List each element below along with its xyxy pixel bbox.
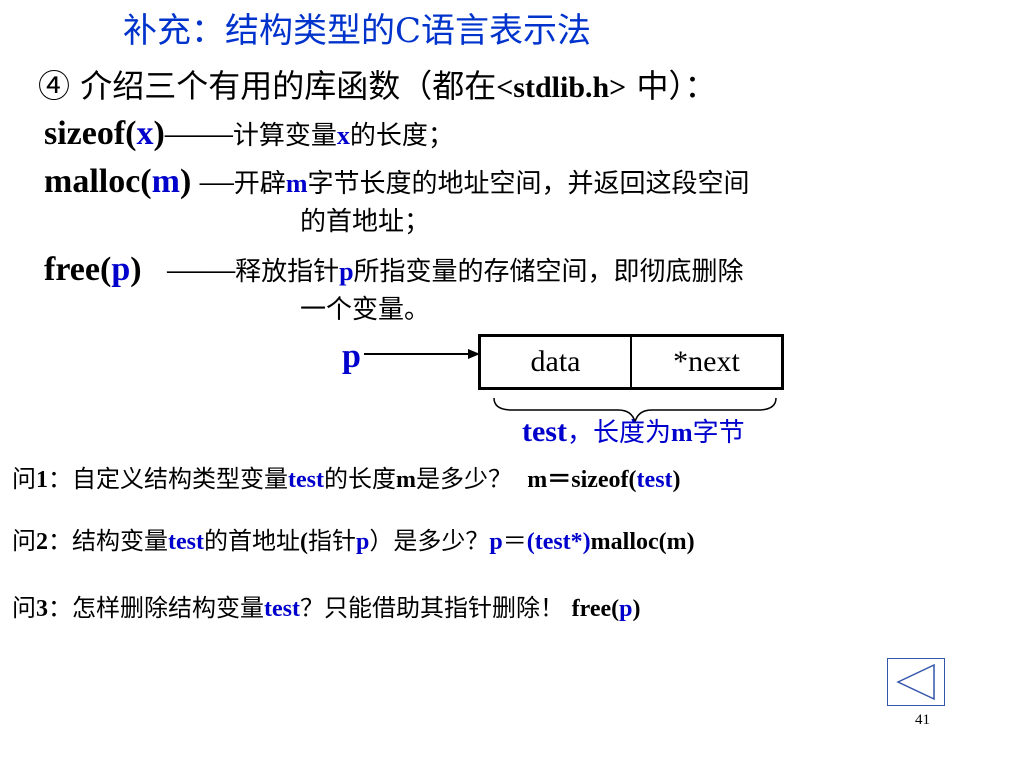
question-2: 问2：结构变量test的首地址(指针p）是多少？p＝(test*)malloc(… <box>12 523 695 560</box>
q1-var: test <box>288 467 324 493</box>
question-3: 问3：怎样删除结构变量test？只能借助其指针删除！ free(p) <box>12 590 641 627</box>
q3-text-b: ？只能借助其指针删除！ <box>299 594 572 622</box>
q2-var: test <box>168 529 204 555</box>
q1-answer-var: test <box>636 467 673 493</box>
question-1: 问1：自定义结构类型变量test的长度m是多少？ m＝sizeof(test) <box>12 461 681 498</box>
brace-label-end: 字节 <box>692 418 745 448</box>
pointer-arrow <box>364 349 480 359</box>
malloc-close: ) <box>179 163 200 200</box>
free-close: ) <box>130 251 168 288</box>
q3-answer-p: p <box>619 596 633 622</box>
underbrace <box>493 397 777 423</box>
q1-text-a: ：自定义结构类型变量 <box>48 465 288 493</box>
free-name: free( <box>44 251 112 288</box>
q2-answer-p: p <box>489 529 503 555</box>
intro-tail: 中）： <box>626 67 717 105</box>
q1-answer-b: ) <box>672 467 681 493</box>
sizeof-desc-b: 的长度； <box>349 121 454 151</box>
sizeof-close: ) <box>153 115 165 152</box>
q3-prefix: 问 <box>12 594 36 622</box>
q2-text-d: ）是多少？ <box>369 527 490 555</box>
free-desc-b: 所指变量的存储空间，即彻底删除 <box>353 257 744 287</box>
free-desc-var: p <box>339 257 354 286</box>
malloc-desc-b: 字节长度的地址空间，并返回这段空间 <box>307 169 750 199</box>
q2-answer-call: malloc(m) <box>590 529 695 555</box>
free-desc-a: 释放指针 <box>235 257 340 287</box>
page-number: 41 <box>915 712 930 728</box>
q3-answer-a: free( <box>571 596 620 622</box>
sizeof-line: sizeof(x)——计算变量x的长度； <box>44 112 454 161</box>
q2-paren: ( <box>299 529 308 555</box>
free-arg: p <box>111 251 131 288</box>
q2-prefix: 问 <box>12 527 36 555</box>
free-desc-line2: 一个变量。 <box>300 295 431 325</box>
slide-title: 补充：结构类型的C语言表示法 <box>123 11 592 51</box>
brace-label-var: test <box>522 415 567 448</box>
malloc-line: malloc(m) —开辟m字节长度的地址空间，并返回这段空间 <box>44 160 750 209</box>
brace-label: test，长度为m字节 <box>522 412 745 453</box>
malloc-desc-line2: 的首地址； <box>300 207 431 237</box>
q2-answer-cast: (test*) <box>526 529 591 555</box>
header-name: <stdlib.h> <box>496 71 627 104</box>
q1-num: 1 <box>36 467 48 493</box>
q3-var: test <box>264 596 300 622</box>
q1-text-c: 是多少？ <box>415 465 528 493</box>
struct-node: data *next <box>478 334 784 390</box>
q1-text-b: 的长度 <box>323 465 396 493</box>
q2-answer-eq: ＝ <box>502 527 527 555</box>
malloc-name: malloc( <box>44 163 152 200</box>
q2-text-a: ：结构变量 <box>48 527 168 555</box>
q1-answer-a: m＝sizeof( <box>527 467 637 493</box>
q1-m: m <box>395 467 416 493</box>
malloc-desc-a: 开辟 <box>233 169 286 199</box>
back-nav-button[interactable] <box>887 658 945 706</box>
intro-text: 介绍三个有用的库函数（都在 <box>70 67 497 105</box>
sizeof-dash: —— <box>164 115 233 152</box>
q2-p: p <box>355 529 370 555</box>
free-line: free(p) ——释放指针p所指变量的存储空间，即彻底删除 <box>44 248 744 297</box>
next-cell: *next <box>630 337 781 387</box>
data-cell: data <box>530 345 581 378</box>
pointer-label: p <box>342 338 361 375</box>
circled-number: ④ <box>38 67 71 105</box>
q3-num: 3 <box>36 596 48 622</box>
malloc-dash: — <box>199 163 234 200</box>
sizeof-arg: x <box>136 115 154 152</box>
q2-text-c: 指针 <box>307 527 356 555</box>
q2-num: 2 <box>36 529 48 555</box>
brace-label-rest: ，长度为 <box>566 418 671 448</box>
malloc-desc-var: m <box>285 169 308 198</box>
back-triangle-icon <box>896 663 935 701</box>
q3-text-a: ：怎样删除结构变量 <box>48 594 264 622</box>
q1-prefix: 问 <box>12 465 36 493</box>
q3-answer-b: ) <box>632 596 641 622</box>
malloc-arg: m <box>151 163 180 200</box>
sizeof-desc-a: 计算变量 <box>232 121 337 151</box>
free-dash: —— <box>167 251 236 288</box>
q2-text-b: 的首地址 <box>203 527 300 555</box>
intro-line: ④ 介绍三个有用的库函数（都在<stdlib.h> 中）： <box>38 64 716 110</box>
sizeof-desc-var: x <box>336 121 350 150</box>
sizeof-name: sizeof( <box>44 115 137 152</box>
brace-label-m: m <box>671 418 693 447</box>
